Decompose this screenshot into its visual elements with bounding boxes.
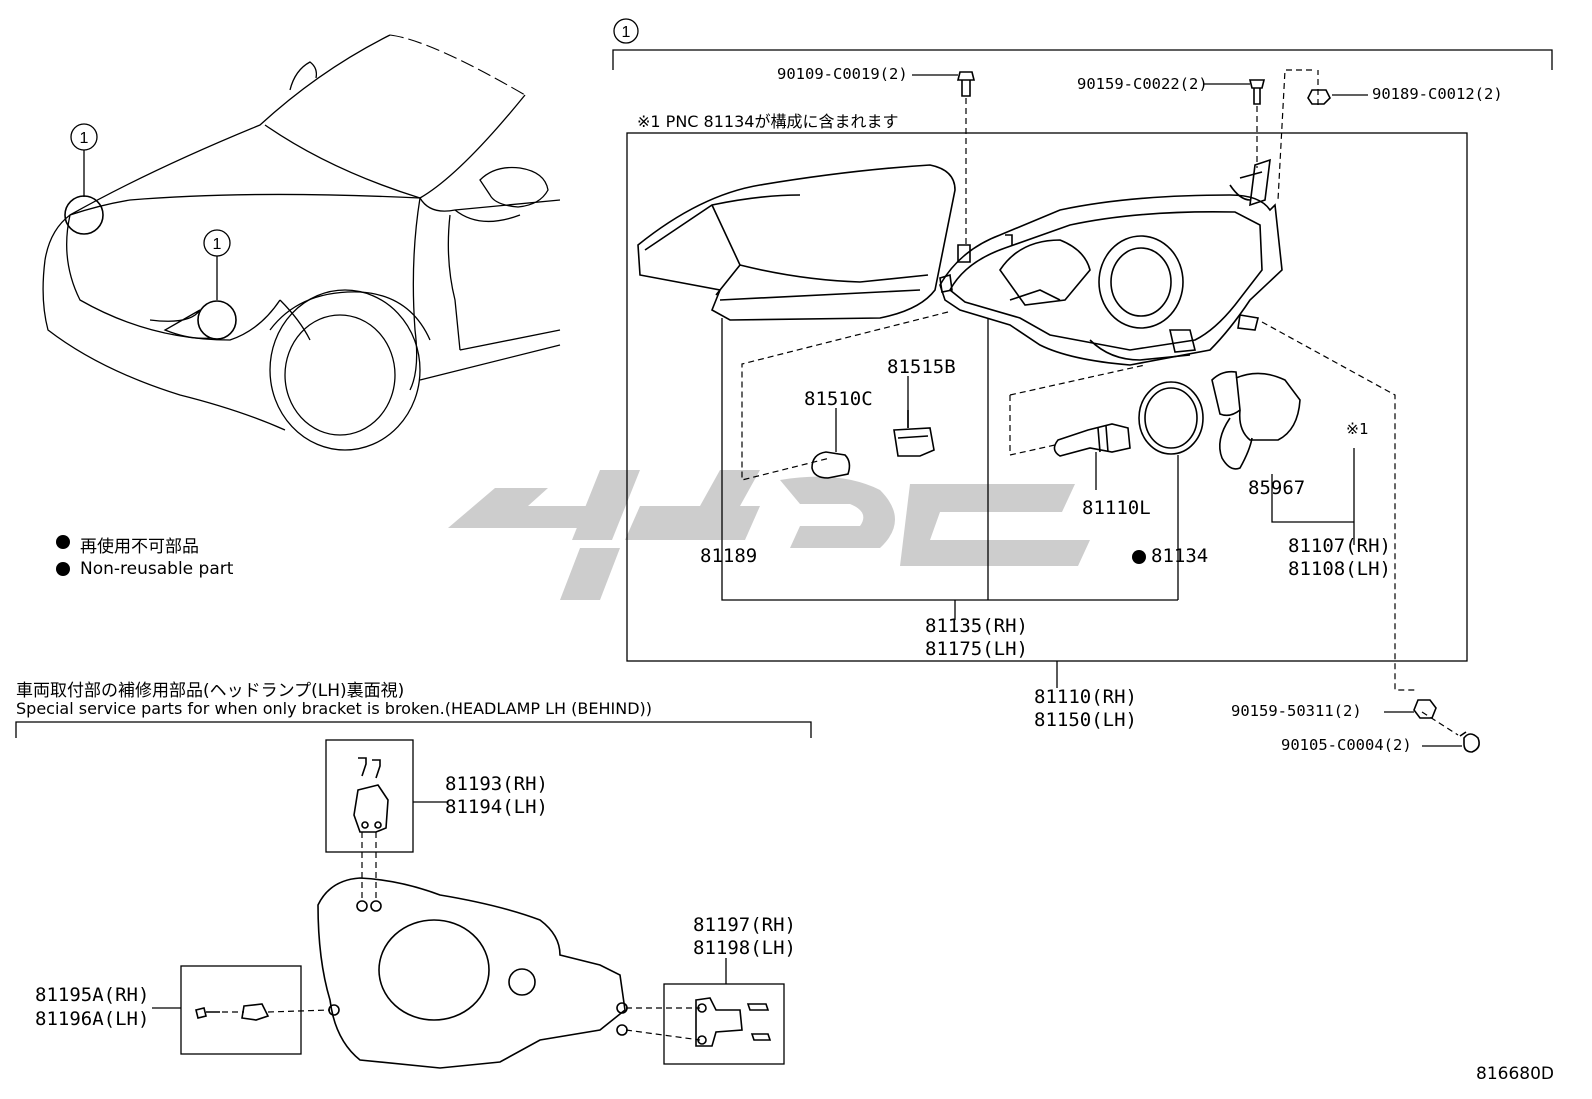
part-no-90159-C0022: 90159-C0022(2) [1077,75,1208,93]
part-no-81134: 81134 [1151,545,1209,567]
legend-jp: 再使用不可部品 [80,537,199,557]
part-no-81189: 81189 [700,545,758,567]
headlamp-back-view [317,877,628,1069]
callout-number: 1 [213,236,222,253]
headlamp-housing [939,158,1283,366]
vehicle-sketch [42,34,561,451]
bolt-90105-C0004 [1459,731,1480,753]
part-no-81150-lh: 81150(LH) [1034,709,1137,731]
bracket-title-jp: 車両取付部の補修用部品(ヘッドランプ(LH)裏面視) [16,681,405,701]
part-no-81510C: 81510C [804,388,873,410]
o-ring-81134 [1138,381,1204,455]
part-no-81108-lh: 81108(LH) [1288,558,1391,580]
part-no-85967: 85967 [1248,477,1306,499]
diagram-code: 816680D [1476,1064,1554,1084]
bracket-section-frame [15,721,812,738]
socket-81515B [893,410,935,457]
callout-headlamp-right [197,229,237,340]
assembly-note: ※1 PNC 81134が構成に含まれます [637,112,899,131]
callout-number: 1 [622,24,631,41]
part-no-81193-rh: 81193(RH) [445,773,548,795]
bracket-81197 [695,997,772,1047]
legend-en: Non-reusable part [80,559,234,579]
bracket-81193 [353,757,389,833]
part-no-81110-rh: 81110(RH) [1034,686,1137,708]
part-no-90159-50311: 90159-50311(2) [1231,702,1362,720]
part-no-81135-rh: 81135(RH) [925,615,1028,637]
bulb-81510C [811,451,851,479]
bracket-box-81193 [325,739,414,853]
callout-number: 1 [80,130,89,147]
bulb-81110L [1053,423,1131,457]
part-no-90105-C0004: 90105-C0004(2) [1281,736,1412,754]
bracket-title-en: Special service parts for when only brac… [16,699,653,718]
part-no-81197-rh: 81197(RH) [693,914,796,936]
part-no-90189-C0012: 90189-C0012(2) [1372,85,1503,103]
bracket-box-81195A [180,965,302,1055]
part-no-81196A-lh: 81196A(LH) [35,1008,150,1030]
watermark-logo [448,470,1090,600]
part-no-90109-C0019: 90109-C0019(2) [777,65,908,83]
part-no-81107-rh: 81107(RH) [1288,535,1391,557]
dashed-links-81193 [361,832,377,900]
part-no-81198-lh: 81198(LH) [693,937,796,959]
part-no-81195A-rh: 81195A(RH) [35,984,150,1006]
note-mark-1: ※1 [1346,420,1369,438]
screw-90159-C0022 [1248,79,1266,105]
part-no-81515B: 81515B [887,356,956,378]
nut-90189-C0012 [1307,89,1331,105]
clip-90159-50311 [1413,699,1437,719]
callout-hood-left [64,123,104,235]
dashed-links-81197 [625,1007,701,1041]
legend-dot [56,562,70,576]
bracket-box-81197 [663,983,785,1065]
non-reusable-dot [1132,550,1146,564]
ballast-85967 [1211,370,1301,470]
leader-lines-parts [721,318,1462,747]
assembly-bracket [612,18,1553,662]
bolt-90109-C0019 [956,71,976,97]
headlamp-lens [637,164,956,321]
part-no-81194-lh: 81194(LH) [445,796,548,818]
part-no-81110L: 81110L [1082,497,1151,519]
part-no-81175-lh: 81175(LH) [925,638,1028,660]
bracket-81195A [195,1003,331,1021]
leader-lines-top [741,69,1459,736]
legend-dot [56,535,70,549]
